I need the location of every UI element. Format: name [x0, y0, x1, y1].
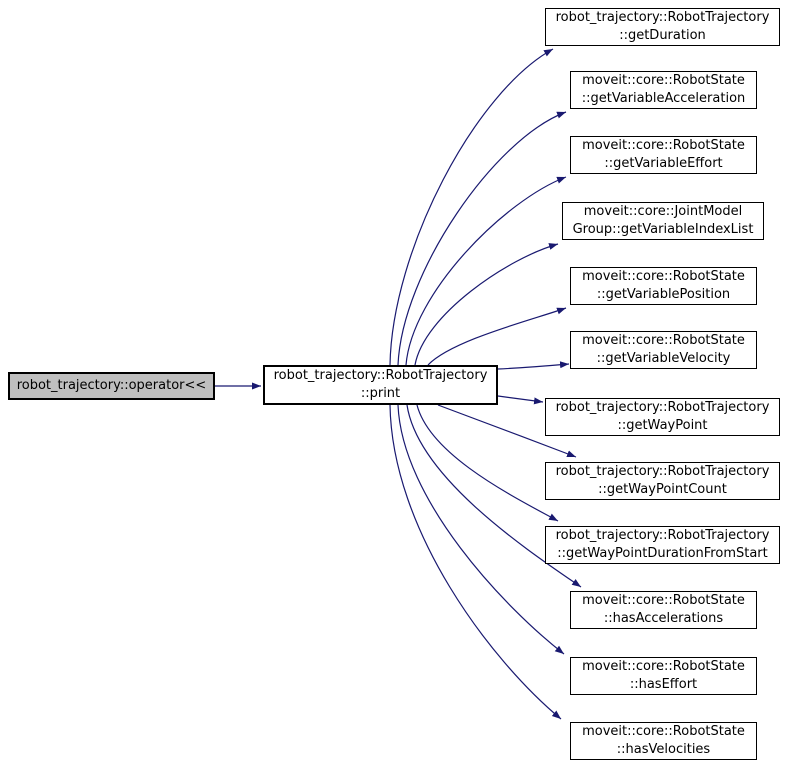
- graph-node-label-line: ::getVariablePosition: [596, 287, 731, 302]
- edge-print-to-getDuration: [389, 48, 554, 366]
- graph-node-label-line: moveit::core::JointModel: [583, 204, 743, 219]
- graph-node-label-line: robot_trajectory::RobotTrajectory: [555, 528, 770, 543]
- edge-print-to-getWayPoint: [497, 395, 544, 405]
- graph-node-label-line: moveit::core::RobotState: [582, 724, 745, 739]
- graph-node-label-line: moveit::core::RobotState: [582, 333, 745, 348]
- graph-node-getVariablePosition[interactable]: moveit::core::RobotState::getVariablePos…: [570, 267, 757, 305]
- graph-node-getVariableVelocity[interactable]: moveit::core::RobotState::getVariableVel…: [570, 331, 757, 369]
- graph-node-getVariableEffort[interactable]: moveit::core::RobotState::getVariableEff…: [570, 136, 757, 174]
- graph-node-label-line: ::getVariableAcceleration: [581, 91, 746, 106]
- graph-node-label-line: moveit::core::RobotState: [582, 593, 745, 608]
- graph-node-label-line: ::hasEffort: [629, 677, 698, 692]
- edge-print-to-hasAccelerations: [406, 404, 582, 588]
- graph-node-print[interactable]: robot_trajectory::RobotTrajectory::print: [263, 365, 498, 405]
- graph-node-hasEffort[interactable]: moveit::core::RobotState::hasEffort: [570, 657, 757, 695]
- edge-print-to-getVariableVelocity: [497, 361, 570, 370]
- graph-node-getWayPoint[interactable]: robot_trajectory::RobotTrajectory::getWa…: [545, 398, 780, 436]
- graph-node-label-line: moveit::core::RobotState: [582, 138, 745, 153]
- graph-node-getWayPointCount[interactable]: robot_trajectory::RobotTrajectory::getWa…: [545, 462, 780, 500]
- graph-node-label-line: ::getWayPoint: [617, 418, 708, 433]
- graph-node-label-line: ::hasVelocities: [616, 742, 711, 757]
- graph-node-label-line: robot_trajectory::RobotTrajectory: [273, 368, 488, 383]
- edge-print-to-hasVelocities: [389, 404, 562, 720]
- graph-node-label-line: robot_trajectory::RobotTrajectory: [555, 10, 770, 25]
- graph-node-getWayPointDurationFromStart[interactable]: robot_trajectory::RobotTrajectory::getWa…: [545, 526, 780, 564]
- graph-node-getVariableAcceleration[interactable]: moveit::core::RobotState::getVariableAcc…: [570, 71, 757, 109]
- graph-node-label-line: ::getVariableEffort: [604, 156, 723, 171]
- graph-node-label-line: ::hasAccelerations: [603, 611, 724, 626]
- edge-print-to-getWayPointCount: [437, 404, 577, 458]
- edge-print-to-getVariableIndexList: [414, 243, 559, 366]
- edge-print-to-hasEffort: [397, 404, 565, 655]
- graph-node-label-line: Group::getVariableIndexList: [572, 222, 754, 237]
- edge-print-to-getVariableAcceleration: [397, 111, 567, 366]
- graph-node-label-line: ::getWayPointCount: [598, 482, 727, 497]
- graph-node-label-line: moveit::core::RobotState: [582, 659, 745, 674]
- graph-node-operator-lt-lt: robot_trajectory::operator<<: [8, 372, 215, 400]
- graph-node-label-line: robot_trajectory::RobotTrajectory: [555, 400, 770, 415]
- graph-node-label-line: robot_trajectory::RobotTrajectory: [555, 464, 770, 479]
- graph-node-label-line: ::getWayPointDurationFromStart: [557, 546, 768, 561]
- graph-node-label-line: moveit::core::RobotState: [582, 73, 745, 88]
- graph-node-hasVelocities[interactable]: moveit::core::RobotState::hasVelocities: [570, 722, 757, 760]
- edge-print-to-getWayPointDurationFromStart: [416, 404, 559, 522]
- graph-node-getDuration[interactable]: robot_trajectory::RobotTrajectory::getDu…: [545, 8, 780, 46]
- graph-node-label-line: robot_trajectory::operator<<: [16, 378, 207, 393]
- graph-node-label-line: ::getVariableVelocity: [596, 351, 731, 366]
- graph-node-hasAccelerations[interactable]: moveit::core::RobotState::hasAcceleratio…: [570, 591, 757, 629]
- graph-node-label-line: ::print: [360, 386, 401, 401]
- edge-print-to-getVariableEffort: [405, 176, 567, 366]
- edge-print-to-getVariablePosition: [427, 307, 567, 366]
- graph-node-label-line: ::getDuration: [619, 28, 706, 43]
- graph-node-label-line: moveit::core::RobotState: [582, 269, 745, 284]
